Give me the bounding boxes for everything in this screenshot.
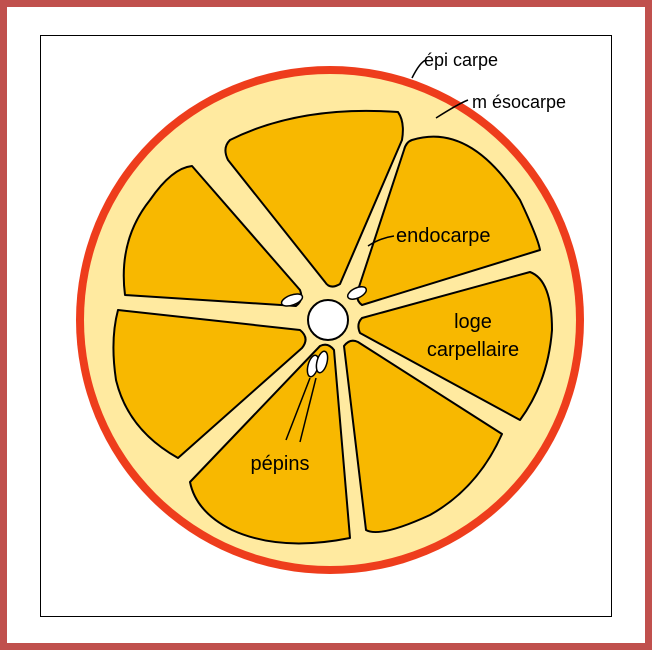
- center-hole: [308, 300, 348, 340]
- label-endocarpe: endocarpe: [396, 225, 491, 247]
- label-pepins: pépins: [251, 453, 310, 475]
- label-mesocarpe: m ésocarpe: [472, 92, 566, 112]
- label-carpellaire: carpellaire: [427, 339, 519, 361]
- label-loge: loge: [454, 311, 492, 333]
- label-epicarpe: épi carpe: [424, 50, 498, 70]
